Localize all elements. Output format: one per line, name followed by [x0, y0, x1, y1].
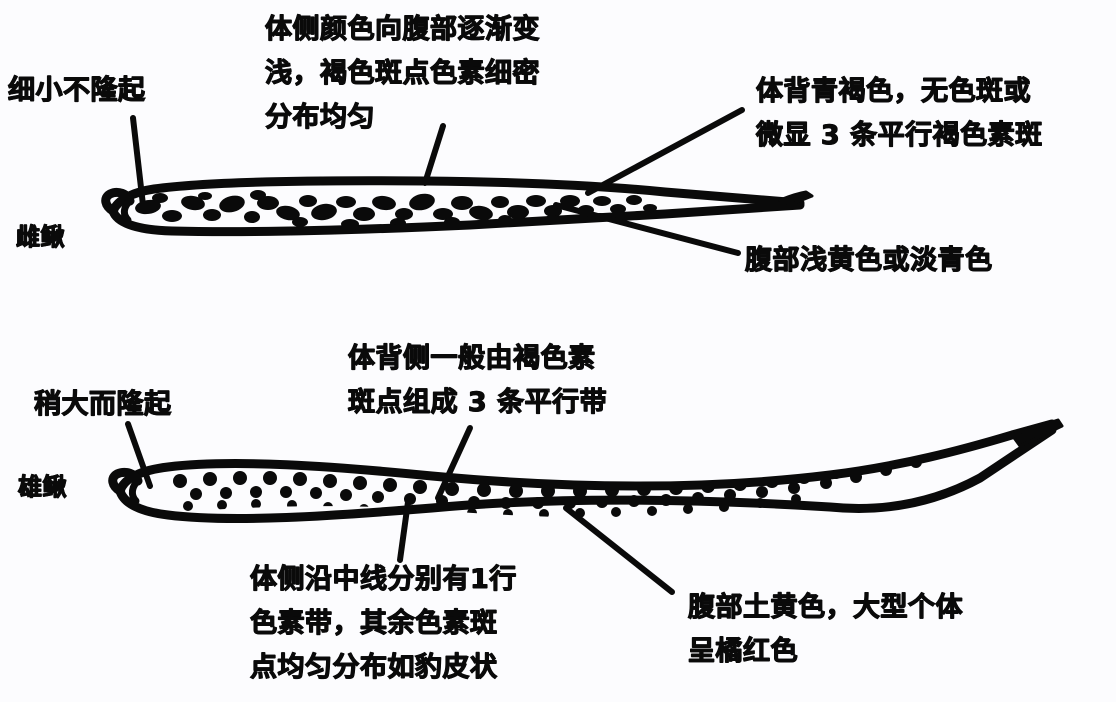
lower-flank-note: 体侧沿中线分别有1行 色素带，其余色素斑 点均匀分布如豹皮状 [250, 564, 517, 684]
upper-belly-note: 腹部浅黄色或淡青色 [745, 245, 993, 277]
lower-dorsal-note: 体背侧一般由褐色素 斑点组成 3 条平行带 [348, 343, 608, 419]
upper-sex-label: 雌鳅 [16, 223, 65, 252]
lower-belly-note: 腹部土黄色，大型个体 呈橘红色 [688, 592, 963, 668]
upper-genital-papilla-label: 细小不隆起 [8, 75, 146, 107]
lower-sex-label: 雄鳅 [18, 473, 67, 502]
upper-dorsal-note: 体背青褐色，无色斑或 微显 3 条平行褐色素斑 [756, 76, 1043, 152]
upper-flank-note: 体侧颜色向腹部逐渐变 浅，褐色斑点色素细密 分布均匀 [265, 14, 540, 134]
lower-genital-papilla-label: 稍大而隆起 [34, 389, 172, 421]
